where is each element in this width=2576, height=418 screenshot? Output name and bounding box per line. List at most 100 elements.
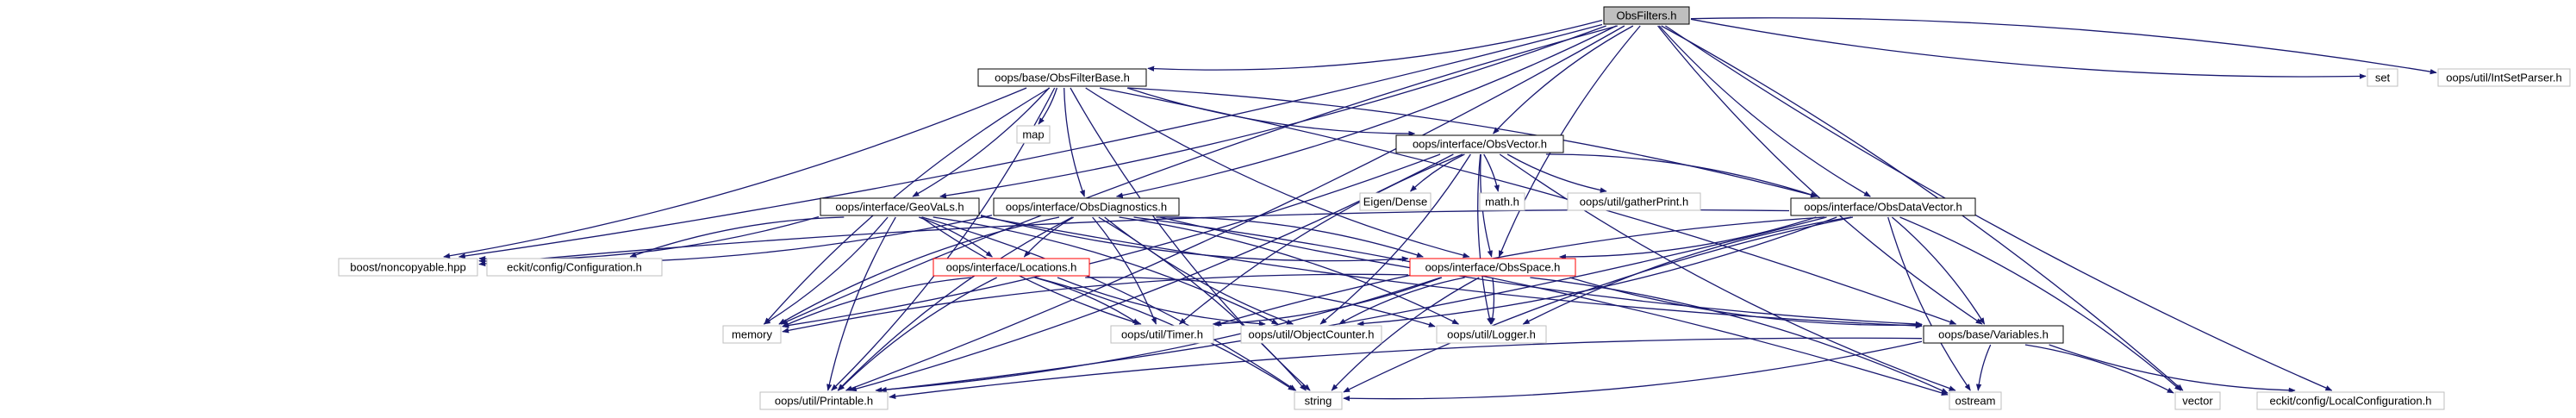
node-label-variables: oops/base/Variables.h — [1938, 328, 2049, 341]
edge-geovals-to-configuration — [629, 216, 845, 258]
node-localconfiguration: eckit/config/LocalConfiguration.h — [2256, 391, 2445, 410]
edge-obsfilters-to-variables — [1657, 25, 1983, 325]
node-label-geovals: oops/interface/GeoVaLs.h — [835, 201, 964, 214]
edge-locations-to-logger — [1085, 277, 1436, 328]
node-label-memory: memory — [732, 328, 772, 341]
edge-obsvector-to-obsdatavector — [1545, 153, 1818, 197]
node-box-geovals — [820, 197, 980, 216]
node-box-obsfilters — [1603, 6, 1690, 25]
node-variables[interactable]: oops/base/Variables.h — [1923, 325, 2064, 344]
edge-obsspace-to-objectcounter — [1338, 277, 1465, 325]
edge-obsfilters-to-intsetparser — [1690, 17, 2437, 75]
node-obsspace[interactable]: oops/interface/ObsSpace.h — [1409, 258, 1576, 277]
edge-variables-to-string — [1343, 340, 1923, 402]
edge-variables-to-localconfiguration — [2049, 344, 2296, 394]
edges-layer — [443, 17, 2437, 402]
edge-obsfilters-to-printable — [845, 25, 1625, 391]
node-box-logger — [1436, 325, 1547, 344]
edge-obsfilterbase-to-obsvector — [1126, 87, 1416, 137]
edge-locations-to-memory — [782, 277, 972, 328]
node-obsvector[interactable]: oops/interface/ObsVector.h — [1395, 134, 1564, 153]
edge-variables-to-vector — [2024, 344, 2174, 394]
edge-obsdatavector-to-ostream — [1887, 216, 1971, 391]
node-label-string: string — [1305, 395, 1332, 408]
node-label-locations: oops/interface/Locations.h — [946, 261, 1077, 274]
node-box-ostream — [1949, 391, 2002, 410]
edge-obsvector-to-math — [1483, 153, 1500, 192]
edge-locations-to-printable — [838, 277, 997, 391]
node-label-localconfiguration: eckit/config/LocalConfiguration.h — [2270, 395, 2432, 408]
node-box-timer — [1110, 325, 1214, 344]
node-label-map: map — [1022, 128, 1044, 141]
node-locations[interactable]: oops/interface/Locations.h — [932, 258, 1090, 277]
node-gatherprint: oops/util/gatherPrint.h — [1567, 192, 1701, 211]
edge-obsvector-to-objectcounter — [1319, 153, 1471, 325]
node-set: set — [2367, 68, 2398, 87]
edge-obsdiagnostics-to-memory — [778, 216, 1060, 325]
edge-obsdiagnostics-to-obsspace — [1156, 216, 1424, 258]
node-obsfilters[interactable]: ObsFilters.h — [1603, 6, 1690, 25]
edge-obsdiagnostics-to-string — [1098, 216, 1307, 391]
node-label-noncopyable: boost/noncopyable.hpp — [350, 261, 465, 274]
edge-obsvector-to-memory — [782, 153, 1441, 328]
node-box-locations — [932, 258, 1090, 277]
edge-obsdatavector-to-variables — [1891, 216, 1986, 325]
node-obsdiagnostics[interactable]: oops/interface/ObsDiagnostics.h — [993, 197, 1180, 216]
node-box-configuration — [486, 258, 663, 277]
node-logger: oops/util/Logger.h — [1436, 325, 1547, 344]
node-configuration: eckit/config/Configuration.h — [486, 258, 663, 277]
node-box-eigen — [1359, 192, 1431, 211]
node-box-obsdiagnostics — [993, 197, 1180, 216]
edge-obsdiagnostics-to-printable — [837, 216, 1073, 391]
edge-obsfilters-to-obsfilterbase — [1147, 19, 1603, 72]
edge-obsdatavector-to-string — [1343, 216, 1854, 393]
edge-obsdiagnostics-to-timer — [1092, 216, 1157, 325]
edge-geovals-to-obsspace — [980, 214, 1409, 262]
node-label-logger: oops/util/Logger.h — [1447, 328, 1536, 341]
edge-obsdiagnostics-to-logger — [1119, 216, 1460, 325]
node-box-math — [1479, 192, 1525, 211]
edge-geovals-to-memory — [763, 216, 889, 325]
edge-obsfilters-to-set — [1690, 18, 2367, 79]
edge-variables-to-printable — [889, 337, 1923, 399]
edge-obsfilterbase-to-variables — [1099, 87, 1957, 325]
node-label-math: math.h — [1485, 196, 1519, 209]
edge-obsspace-to-ostream — [1530, 277, 1949, 394]
node-string: string — [1294, 391, 1343, 410]
edge-obsfilterbase-to-memory — [764, 87, 1051, 325]
node-intsetparser: oops/util/IntSetParser.h — [2437, 68, 2571, 87]
node-box-map — [1016, 125, 1051, 144]
edge-obsspace-to-string — [1331, 277, 1480, 391]
node-ostream: ostream — [1949, 391, 2002, 410]
edge-obsfilters-to-noncopyable — [458, 23, 1603, 259]
edge-obsdiagnostics-to-noncopyable — [478, 215, 993, 265]
node-label-eigen: Eigen/Dense — [1363, 196, 1427, 209]
edge-obsdatavector-to-logger — [1522, 216, 1852, 325]
node-box-string — [1294, 391, 1343, 410]
node-obsdatavector[interactable]: oops/interface/ObsDataVector.h — [1790, 197, 1976, 216]
edge-obsfilters-to-obsdatavector — [1658, 25, 1871, 197]
node-label-obsvector: oops/interface/ObsVector.h — [1413, 138, 1547, 151]
edge-obsfilterbase-to-map — [1038, 87, 1058, 125]
edge-obsfilters-to-obsdiagnostics — [1115, 25, 1617, 198]
node-label-obsdiagnostics: oops/interface/ObsDiagnostics.h — [1006, 201, 1167, 214]
node-box-localconfiguration — [2256, 391, 2445, 410]
node-math: math.h — [1479, 192, 1525, 211]
edge-obsfilters-to-localconfiguration — [1665, 25, 2333, 391]
edge-obsspace-to-timer — [1212, 277, 1443, 327]
edge-obsfilters-to-obsvector — [1493, 25, 1634, 134]
node-geovals[interactable]: oops/interface/GeoVaLs.h — [820, 197, 980, 216]
edge-obsfilterbase-to-obsdiagnostics — [1063, 87, 1085, 197]
edge-obsfilterbase-to-obsdatavector — [1127, 87, 1818, 198]
edge-variables-to-ostream — [1975, 344, 1992, 391]
edge-obsspace-to-printable — [875, 277, 1442, 393]
node-box-obsdatavector — [1790, 197, 1976, 216]
node-noncopyable: boost/noncopyable.hpp — [338, 258, 478, 277]
node-box-objectcounter — [1240, 325, 1382, 344]
node-timer: oops/util/Timer.h — [1110, 325, 1214, 344]
edge-obsfilterbase-to-obsspace — [1085, 87, 1470, 259]
edge-geovals-to-printable — [826, 216, 896, 391]
node-label-obsdatavector: oops/interface/ObsDataVector.h — [1804, 201, 1962, 214]
node-objectcounter: oops/util/ObjectCounter.h — [1240, 325, 1382, 344]
node-obsfilterbase[interactable]: oops/base/ObsFilterBase.h — [977, 68, 1147, 87]
